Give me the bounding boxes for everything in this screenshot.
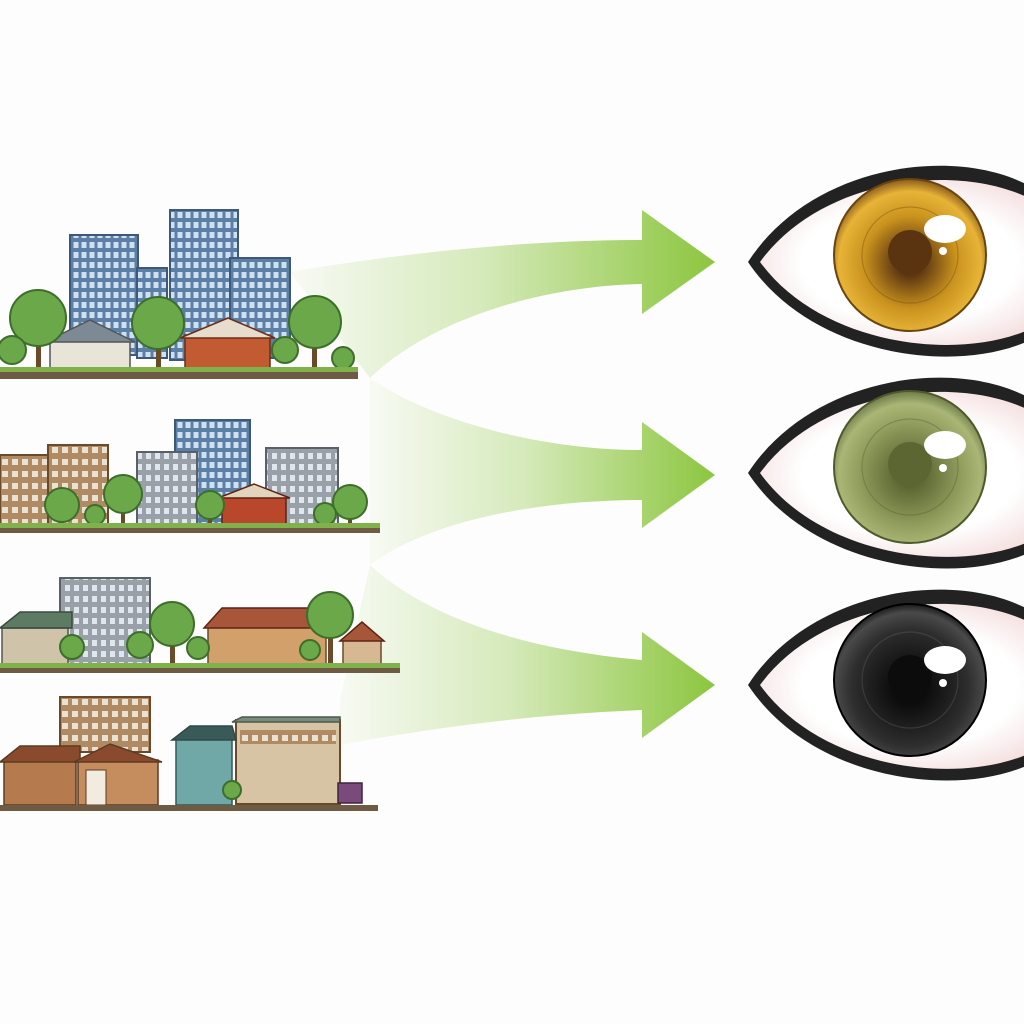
eye-icon <box>748 589 1024 781</box>
tree-icon <box>222 780 242 800</box>
scene-suburb <box>0 577 400 673</box>
arrow-icon <box>370 378 715 565</box>
highlight <box>924 646 966 674</box>
house-icon <box>0 725 237 806</box>
eyes <box>748 165 1024 781</box>
eye-icon <box>748 165 1024 357</box>
scene-mid-city <box>0 419 380 533</box>
house-icon <box>44 317 276 373</box>
arrow-icon <box>290 210 715 378</box>
ground <box>0 805 378 811</box>
pupil <box>888 230 932 274</box>
ground <box>0 527 380 533</box>
tree-icon <box>0 289 355 372</box>
house-icon <box>0 607 387 667</box>
scene-dense-city <box>0 209 358 379</box>
eye-icon <box>748 377 1024 569</box>
arrows <box>290 210 715 745</box>
scene-low-rise-town <box>0 696 378 811</box>
tree-icon <box>59 591 354 667</box>
ground <box>0 371 358 379</box>
pupil <box>888 655 932 699</box>
highlight <box>924 215 966 243</box>
building-icon <box>59 696 341 805</box>
house-icon <box>217 483 291 526</box>
ground <box>0 667 400 673</box>
pupil <box>888 442 932 486</box>
arrow-icon <box>340 565 715 745</box>
tree-icon <box>44 474 368 527</box>
highlight <box>924 431 966 459</box>
